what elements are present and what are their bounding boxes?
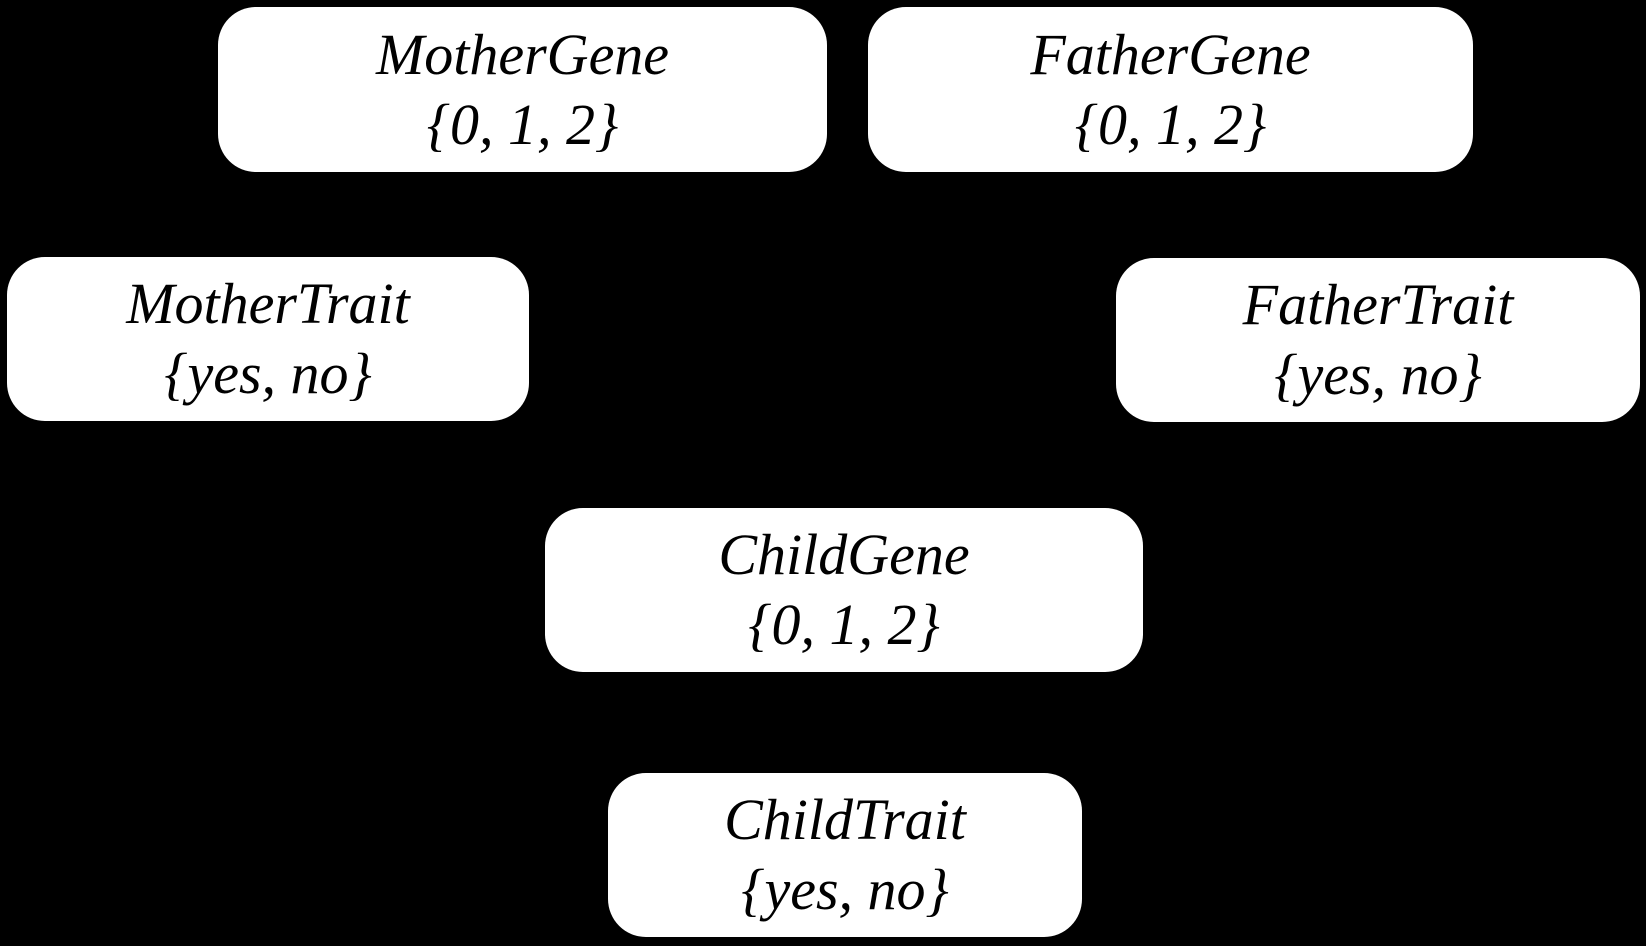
node-domain: {0, 1, 2} (426, 91, 619, 157)
node-label: MotherGene (375, 21, 670, 87)
node-domain: {yes, no} (164, 341, 372, 406)
node-label: FatherTrait (1242, 272, 1514, 337)
node-father-trait: FatherTrait {yes, no} (1116, 258, 1640, 422)
node-child-gene: ChildGene {0, 1, 2} (545, 508, 1143, 672)
node-domain: {yes, no} (1274, 342, 1482, 407)
node-domain: {0, 1, 2} (748, 592, 940, 657)
node-father-gene: FatherGene {0, 1, 2} (868, 7, 1473, 172)
node-mother-trait: MotherTrait {yes, no} (7, 257, 529, 421)
node-child-trait: ChildTrait {yes, no} (608, 773, 1082, 937)
node-label: ChildGene (718, 522, 970, 587)
node-domain: {0, 1, 2} (1074, 91, 1267, 157)
node-domain: {yes, no} (741, 857, 949, 922)
node-label: ChildTrait (724, 787, 966, 852)
node-label: MotherTrait (126, 271, 410, 336)
node-label: FatherGene (1030, 21, 1311, 87)
node-mother-gene: MotherGene {0, 1, 2} (218, 7, 827, 172)
